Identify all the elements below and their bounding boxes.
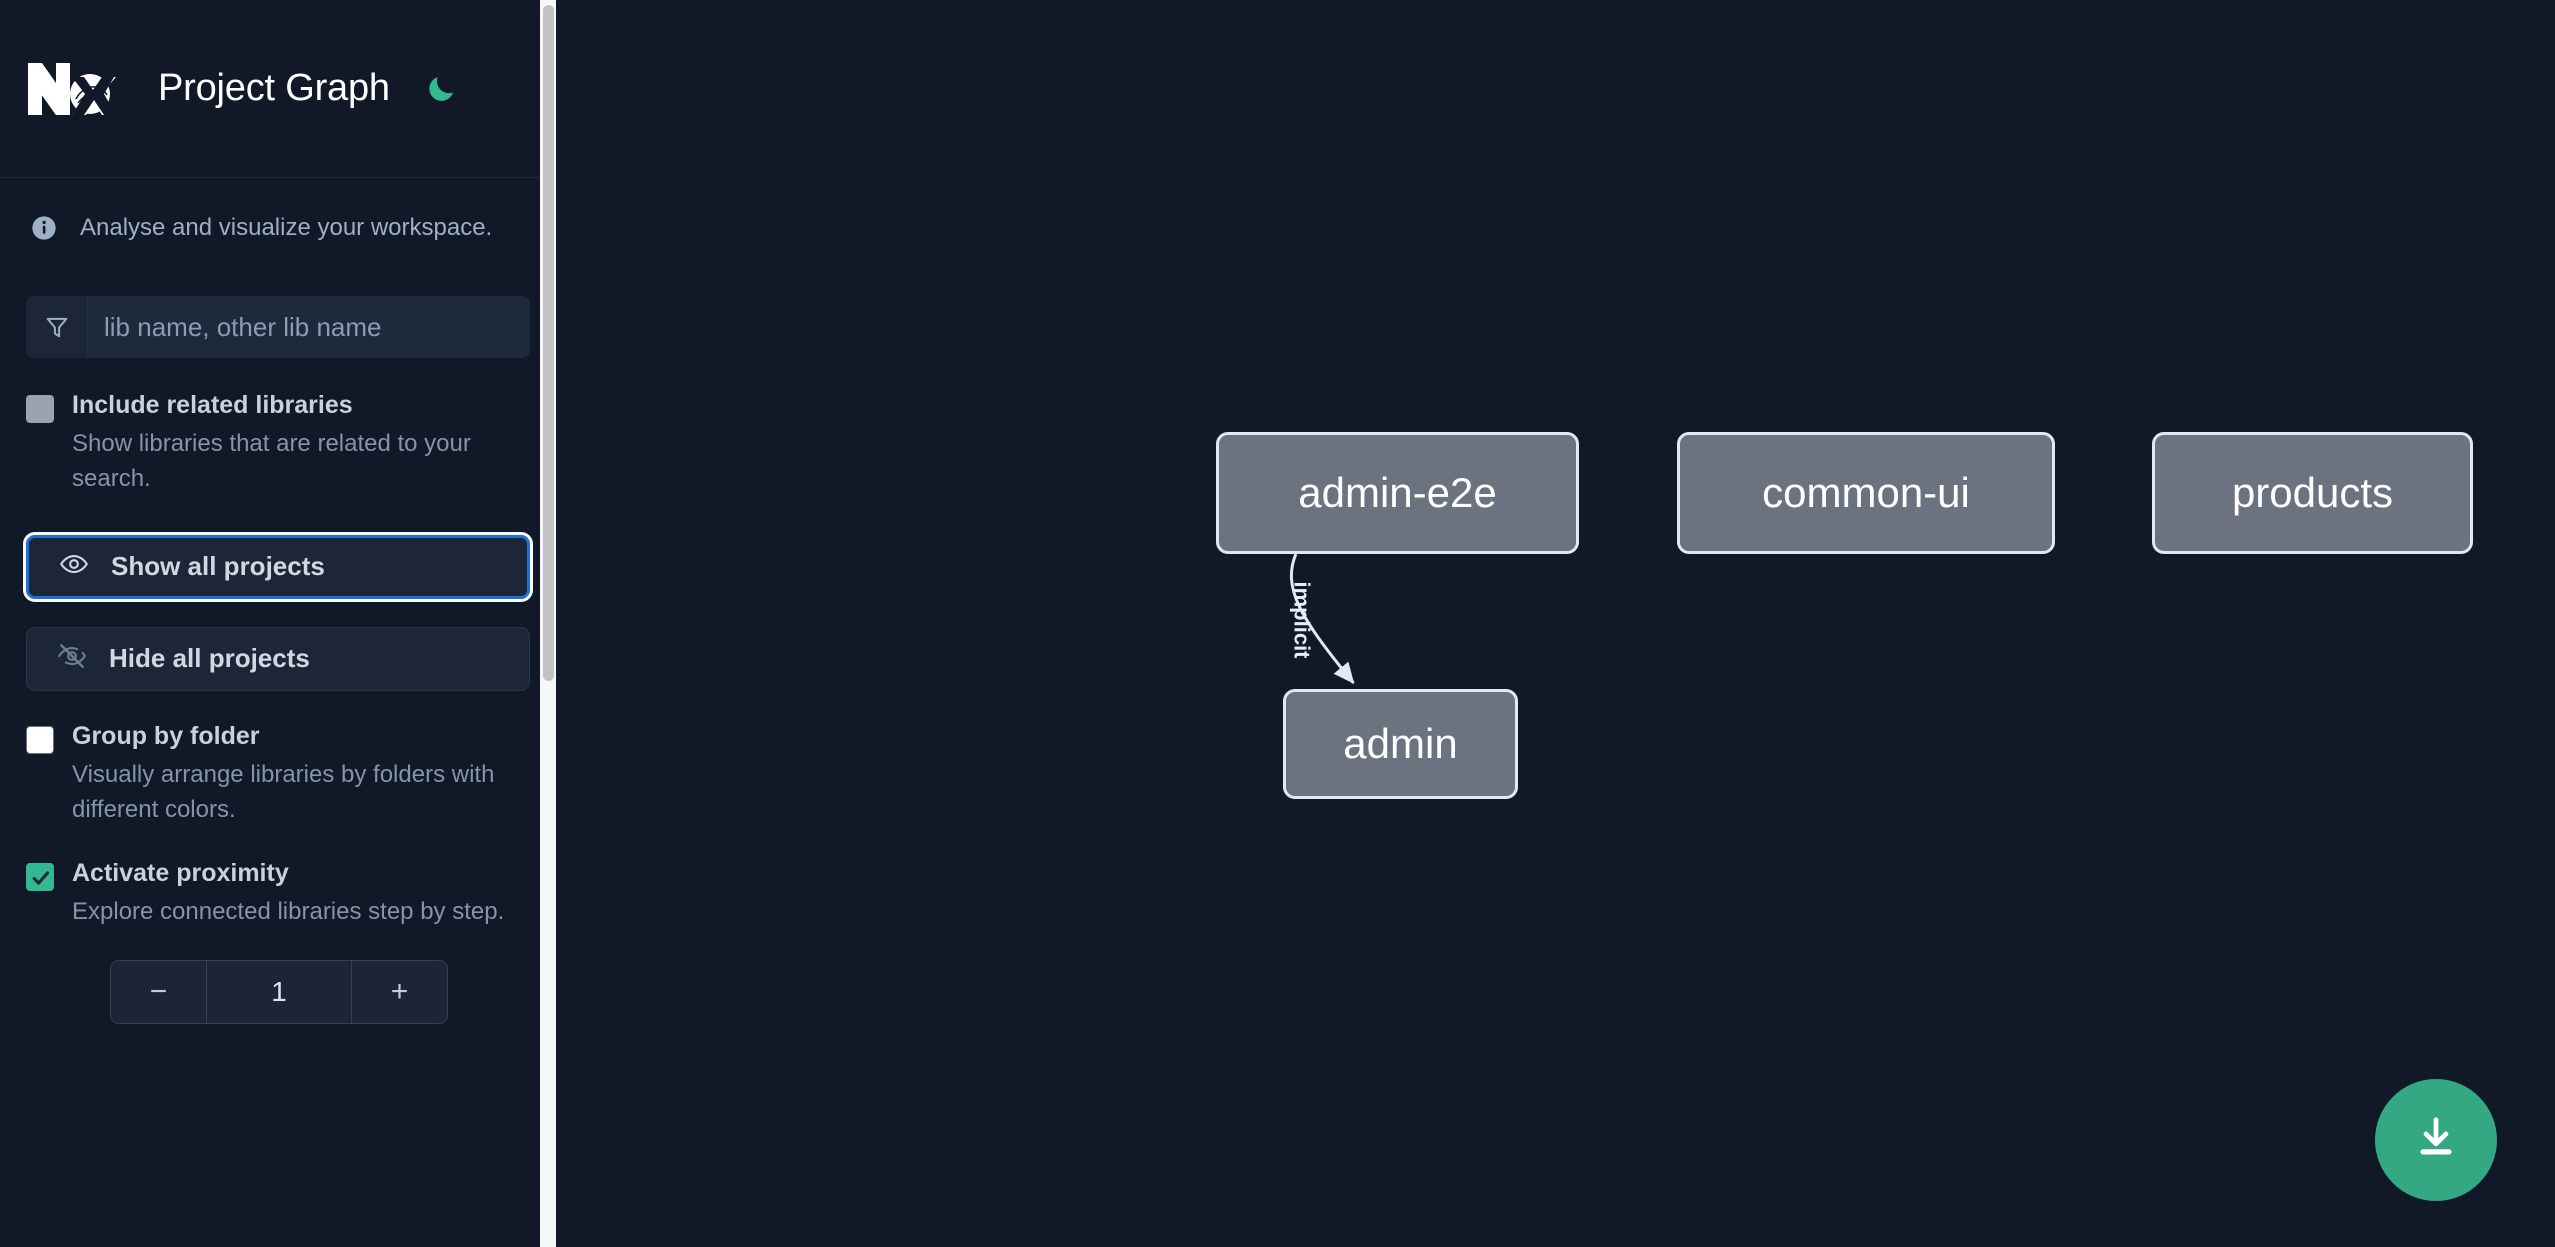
graph-node-admin[interactable]: admin [1283,689,1518,799]
show-all-projects-button[interactable]: Show all projects [23,531,533,602]
sidebar-header: Project Graph [0,0,556,178]
group-by-folder-label: Group by folder [72,721,260,750]
option-group-by-folder[interactable]: Group by folder Visually arrange librari… [26,721,530,828]
graph-edge-admin-e2e--admin [1289,553,1355,684]
tagline: Analyse and visualize your workspace. [0,178,556,242]
show-all-projects-label: Show all projects [111,551,325,582]
option-include-related-libraries[interactable]: Include related libraries Show libraries… [26,390,530,497]
show-all-projects-wrapper: Show all projects [0,531,556,602]
hide-all-projects-wrapper: Hide all projects [0,626,556,691]
option-activate-proximity[interactable]: Activate proximity Explore connected lib… [26,858,530,930]
hide-all-projects-label: Hide all projects [109,643,310,674]
proximity-value: 1 [207,960,351,1023]
graph-canvas[interactable]: admin-e2ecommon-uiproductsstore-e2eadmin… [556,0,2555,1247]
hide-all-projects-button[interactable]: Hide all projects [26,626,530,691]
download-icon [2410,1112,2462,1169]
graph-edge-layer [1289,553,1355,684]
graph-node-products[interactable]: products [2152,432,2473,554]
filter-icon [26,296,88,358]
activate-proximity-description: Explore connected libraries step by step… [72,897,505,925]
sidebar: Project Graph Analyse and visualize your… [0,0,556,1247]
proximity-decrement-button[interactable]: − [111,960,207,1023]
graph-edge-label-admin-e2e--admin: implicit [1289,580,1315,659]
search-input[interactable] [88,296,530,358]
include-related-libraries-label: Include related libraries [72,391,353,419]
info-icon [30,214,58,242]
activate-proximity-label: Activate proximity [72,858,289,887]
moon-icon[interactable] [420,68,462,110]
group-by-folder-description: Visually arrange libraries by folders wi… [72,761,495,823]
graph-node-common-ui[interactable]: common-ui [1677,432,2055,554]
eye-off-icon [57,641,87,676]
group-by-folder-checkbox[interactable] [26,725,54,754]
page-title: Project Graph [158,67,390,109]
sidebar-scrollbar-thumb[interactable] [543,5,554,681]
eye-icon [59,549,89,584]
activate-proximity-checkbox[interactable] [26,862,54,891]
graph-node-admin-e2e[interactable]: admin-e2e [1216,432,1579,554]
include-related-libraries-description: Show libraries that are related to your … [72,430,471,493]
tagline-text: Analyse and visualize your workspace. [80,214,493,241]
search-field[interactable] [26,296,530,358]
proximity-increment-button[interactable]: + [351,960,447,1023]
nx-logo-icon [26,59,124,119]
proximity-stepper: − 1 + [110,959,448,1024]
include-related-libraries-checkbox[interactable] [26,395,54,423]
download-graph-button[interactable] [2375,1079,2497,1201]
